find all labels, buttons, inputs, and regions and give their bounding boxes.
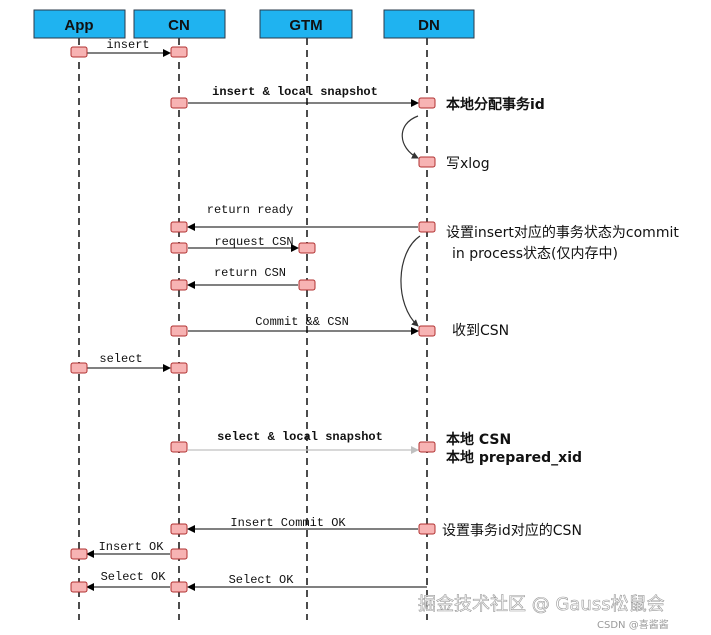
note-local-prepared-xid: 本地 prepared_xid <box>446 449 582 466</box>
activation-app-1 <box>70 46 88 58</box>
note-set-state-line1: 设置insert对应的事务状态为commit <box>446 224 679 241</box>
msg-insert-ok-label: Insert OK <box>99 540 165 554</box>
activation-dn-4 <box>418 325 436 337</box>
activation-app-4 <box>70 581 88 593</box>
activation-gtm-1 <box>298 242 316 254</box>
activation-cn-2 <box>170 97 188 109</box>
participant-cn-label: CN <box>168 17 190 34</box>
activation-dn-1 <box>418 97 436 109</box>
note-local-txid: 本地分配事务id <box>446 96 545 113</box>
note-set-state-line2: in process状态(仅内存中) <box>452 246 618 262</box>
watermark-main: 掘金技术社区 @ Gauss松鼠会 <box>418 594 665 615</box>
participant-cn: CN <box>133 9 226 39</box>
dn-self-loop-commit <box>400 235 421 327</box>
activation-cn-10 <box>170 548 188 560</box>
msg-return-ready-label: return ready <box>207 203 293 217</box>
activation-dn-5 <box>418 441 436 453</box>
activation-cn-3 <box>170 221 188 233</box>
msg-select-local-snapshot-label: select & local snapshot <box>217 430 383 444</box>
note-set-txid-csn: 设置事务id对应的CSN <box>442 522 582 539</box>
msg-select-label: select <box>99 352 142 366</box>
activation-cn-6 <box>170 325 188 337</box>
activation-gtm-2 <box>298 279 316 291</box>
activation-dn-2 <box>418 156 436 168</box>
activation-app-2 <box>70 362 88 374</box>
msg-request-csn-label: request CSN <box>214 235 293 249</box>
note-received-csn: 收到CSN <box>452 323 509 339</box>
watermark-sub: CSDN @喜酱酱 <box>597 618 669 631</box>
msg-insert-local-snapshot-label: insert & local snapshot <box>212 85 378 99</box>
activation-dn-3 <box>418 221 436 233</box>
participant-app: App <box>33 9 126 39</box>
note-local-csn: 本地 CSN <box>446 431 511 448</box>
activation-cn-7 <box>170 362 188 374</box>
participant-gtm: GTM <box>259 9 353 39</box>
participant-dn: DN <box>383 9 475 39</box>
activation-cn-5 <box>170 279 188 291</box>
activation-cn-8 <box>170 441 188 453</box>
activation-cn-1 <box>170 46 188 58</box>
msg-commit-csn-label: Commit && CSN <box>255 315 349 329</box>
activation-app-3 <box>70 548 88 560</box>
dn-self-loop-xlog <box>401 115 419 159</box>
activation-cn-9 <box>170 523 188 535</box>
msg-select-ok-cn-label: Select OK <box>229 573 295 587</box>
participant-app-label: App <box>64 17 93 34</box>
msg-insert-label: insert <box>106 38 149 52</box>
activation-dn-6 <box>418 523 436 535</box>
msg-return-csn-label: return CSN <box>214 266 286 280</box>
msg-select-ok-app-label: Select OK <box>101 570 167 584</box>
activation-cn-4 <box>170 242 188 254</box>
activation-cn-11 <box>170 581 188 593</box>
msg-insert-commit-ok-label: Insert Commit OK <box>230 516 346 530</box>
note-write-xlog: 写xlog <box>446 156 490 172</box>
participant-gtm-label: GTM <box>289 17 322 34</box>
participant-dn-label: DN <box>418 17 440 34</box>
